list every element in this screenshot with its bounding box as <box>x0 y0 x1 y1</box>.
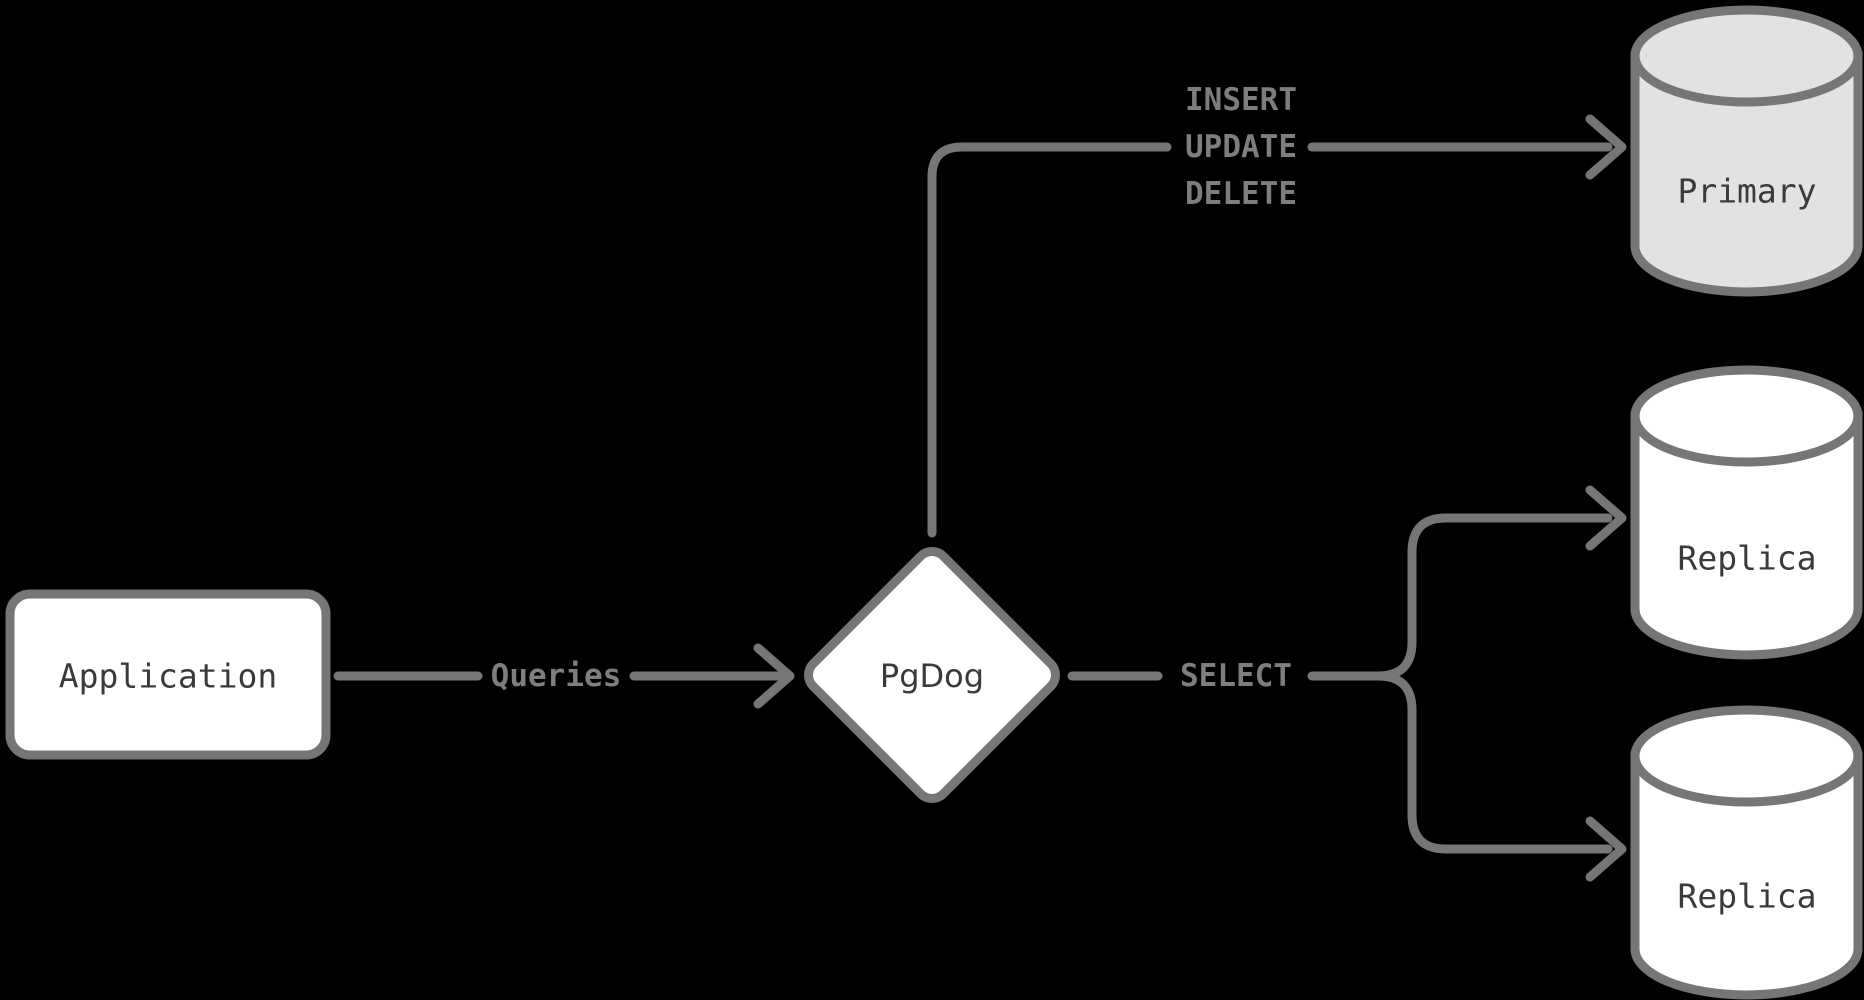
arrow-right-icon <box>1585 114 1627 180</box>
arrow-right-icon <box>1585 816 1627 882</box>
replica-bottom-label: Replica <box>1677 877 1816 916</box>
replica-top-cylinder-body <box>1630 411 1863 660</box>
pgdog-label: PgDog <box>880 657 984 695</box>
node-replica-bottom: Replica <box>1630 705 1863 1000</box>
database-cylinder-icon <box>1630 5 1863 107</box>
database-cylinder-icon <box>1630 365 1863 467</box>
edge-fork-to-replica-top <box>1373 513 1613 681</box>
select-edge-label: SELECT <box>1180 658 1292 694</box>
primary-label: Primary <box>1677 172 1816 211</box>
application-label: Application <box>59 657 278 696</box>
replica-top-label: Replica <box>1677 539 1816 578</box>
node-primary: Primary <box>1630 5 1863 297</box>
update-edge-label: UPDATE <box>1185 129 1297 165</box>
edge-fork-to-replica-bottom <box>1373 671 1613 854</box>
queries-edge-label: Queries <box>491 658 622 694</box>
arrow-right-icon <box>753 643 795 709</box>
node-application: Application <box>5 589 331 760</box>
insert-edge-label: INSERT <box>1185 82 1297 118</box>
application-box <box>5 589 331 760</box>
primary-cylinder-body <box>1630 51 1863 297</box>
database-cylinder-icon <box>1630 705 1863 807</box>
node-pgdog: PgDog <box>804 547 1060 803</box>
replica-bottom-cylinder-body <box>1630 751 1863 1000</box>
delete-edge-label: DELETE <box>1185 176 1297 212</box>
pgdog-diamond <box>804 547 1060 803</box>
arrow-right-icon <box>1585 485 1627 551</box>
node-replica-top: Replica <box>1630 365 1863 660</box>
edge-pgdog-to-writes <box>927 142 1172 538</box>
